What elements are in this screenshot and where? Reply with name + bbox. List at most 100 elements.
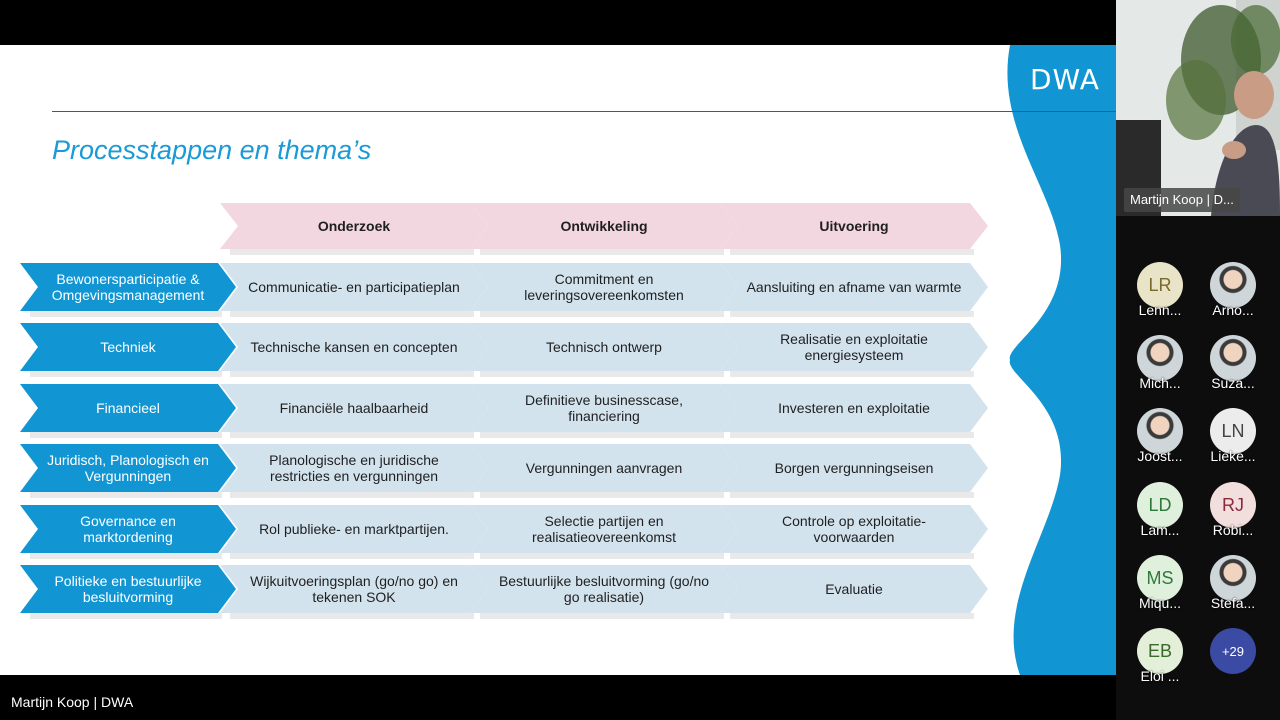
- matrix-cell-0-2: Aansluiting en afname van warmte: [720, 263, 988, 311]
- participant-name: Lieke...: [1210, 448, 1256, 464]
- chevron-shadow: [30, 371, 222, 377]
- chevron-shadow: [480, 371, 724, 377]
- slide-title: Processtappen en thema’s: [52, 135, 372, 165]
- chevron-shadow: [730, 553, 974, 559]
- phase-header-0-label: Onderzoek: [317, 218, 391, 234]
- participant-name: Miqu...: [1138, 595, 1181, 611]
- avatar: RJ: [1210, 482, 1256, 528]
- participant-name: Mich...: [1139, 375, 1181, 391]
- matrix-cell-2-0: Financiële haalbaarheid: [220, 384, 488, 432]
- participant-tile[interactable]: Suza...: [1201, 335, 1265, 391]
- chevron-shadow: [480, 553, 724, 559]
- chevron-shadow: [30, 613, 222, 619]
- slide-wave-decoration: [1007, 45, 1116, 675]
- theme-1: Techniek: [20, 323, 236, 371]
- matrix-cell-5-1-label: Bestuurlijke besluitvorming (go/no go re…: [498, 573, 710, 605]
- matrix-cell-0-1-label: Commitment en leveringsovereenkomsten: [524, 271, 684, 303]
- chevron-shadow: [230, 311, 474, 317]
- participant-name: Joost...: [1137, 448, 1183, 464]
- matrix-cell-0-1: Commitment en leveringsovereenkomsten: [470, 263, 738, 311]
- theme-3: Juridisch, Planologisch en Vergunningen: [20, 444, 236, 492]
- chevron-shadow: [30, 553, 222, 559]
- matrix-cell-3-1-label: Vergunningen aanvragen: [525, 460, 683, 476]
- participant-tile[interactable]: Joost...: [1128, 408, 1192, 464]
- chevron-shadow: [30, 432, 222, 438]
- matrix-cell-4-2: Controle op exploitatie- voorwaarden: [720, 505, 988, 553]
- matrix-cell-2-0-label: Financiële haalbaarheid: [279, 400, 429, 416]
- avatar: [1137, 408, 1183, 454]
- theme-1-label: Techniek: [100, 339, 156, 355]
- matrix-cell-1-2: Realisatie en exploitatie energiesysteem: [720, 323, 988, 371]
- matrix-cell-4-0-label: Rol publieke- en marktpartijen.: [259, 521, 449, 537]
- dwa-logo: DWA: [1030, 63, 1100, 96]
- phase-header-1: Ontwikkeling: [470, 203, 738, 249]
- avatar: LD: [1137, 482, 1183, 528]
- speaker-video[interactable]: Martijn Koop | D...: [1116, 0, 1280, 216]
- chevron-shadow: [230, 432, 474, 438]
- participant-name: Lam...: [1140, 522, 1180, 538]
- speaker-video-image: [1116, 0, 1280, 216]
- more-participants-button[interactable]: +29: [1201, 628, 1265, 674]
- chevron-shadow: [730, 492, 974, 498]
- matrix-cell-1-1-label: Technisch ontwerp: [546, 339, 662, 355]
- participant-tile[interactable]: Stefa...: [1201, 555, 1265, 611]
- matrix-cell-5-2: Evaluatie: [720, 565, 988, 613]
- theme-3-label: Juridisch, Planologisch en Vergunningen: [47, 452, 209, 484]
- chevron-shadow: [230, 249, 474, 255]
- phase-header-2: Uitvoering: [720, 203, 988, 249]
- participant-tile[interactable]: Arno...: [1201, 262, 1265, 318]
- theme-5-label: Politieke en bestuurlijke besluitvorming: [54, 573, 202, 605]
- matrix-cell-5-2-label: Evaluatie: [825, 581, 883, 597]
- matrix-cell-4-1: Selectie partijen en realisatieovereenko…: [470, 505, 738, 553]
- theme-0-label: Bewonersparticipatie & Omgevingsmanageme…: [51, 271, 205, 303]
- chevron-shadow: [230, 371, 474, 377]
- chevron-shadow: [730, 249, 974, 255]
- matrix-cell-2-1: Definitieve businesscase, financiering: [470, 384, 738, 432]
- more-participants-count: +29: [1210, 628, 1256, 674]
- participant-name: Lenn...: [1138, 302, 1182, 318]
- avatar: [1137, 335, 1183, 381]
- matrix-cell-0-0-label: Communicatie- en participatieplan: [248, 279, 460, 295]
- chevron-shadow: [30, 492, 222, 498]
- presenter-name-label: Martijn Koop | DWA: [11, 694, 134, 710]
- phase-header-2-label: Uitvoering: [819, 218, 889, 234]
- avatar: LR: [1137, 262, 1183, 308]
- phase-header-1-label: Ontwikkeling: [560, 218, 648, 234]
- chevron-shadow: [730, 311, 974, 317]
- matrix-cell-5-0-label: Wijkuitvoeringsplan (go/no go) en tekene…: [250, 573, 458, 605]
- chevron-shadow: [480, 311, 724, 317]
- avatar: EB: [1137, 628, 1183, 674]
- matrix-cell-5-0: Wijkuitvoeringsplan (go/no go) en tekene…: [220, 565, 488, 613]
- chevron-shadow: [730, 432, 974, 438]
- avatar: MS: [1137, 555, 1183, 601]
- avatar: LN: [1210, 408, 1256, 454]
- speaker-name-label: Martijn Koop | D...: [1124, 188, 1240, 212]
- matrix-cell-1-0-label: Technische kansen en concepten: [250, 339, 458, 355]
- chevron-shadow: [230, 492, 474, 498]
- participant-name: Arno...: [1212, 302, 1254, 318]
- chevron-shadow: [230, 613, 474, 619]
- theme-0: Bewonersparticipatie & Omgevingsmanageme…: [20, 263, 236, 311]
- chevron-shadow: [480, 492, 724, 498]
- matrix-cell-3-2: Borgen vergunningseisen: [720, 444, 988, 492]
- participant-name: Eloi ...: [1140, 668, 1180, 684]
- participant-tile[interactable]: Mich...: [1128, 335, 1192, 391]
- matrix-cell-4-0: Rol publieke- en marktpartijen.: [220, 505, 488, 553]
- title-divider: [52, 111, 1116, 112]
- matrix-cell-4-1-label: Selectie partijen en realisatieovereenko…: [532, 513, 676, 545]
- matrix-cell-1-0: Technische kansen en concepten: [220, 323, 488, 371]
- theme-4-label: Governance en marktordening: [80, 513, 176, 545]
- matrix-cell-4-2-label: Controle op exploitatie- voorwaarden: [782, 513, 926, 545]
- matrix-cell-5-1: Bestuurlijke besluitvorming (go/no go re…: [470, 565, 738, 613]
- chevron-shadow: [30, 311, 222, 317]
- matrix-cell-2-2-label: Investeren en exploitatie: [778, 400, 930, 416]
- theme-2-label: Financieel: [96, 400, 160, 416]
- chevron-shadow: [480, 249, 724, 255]
